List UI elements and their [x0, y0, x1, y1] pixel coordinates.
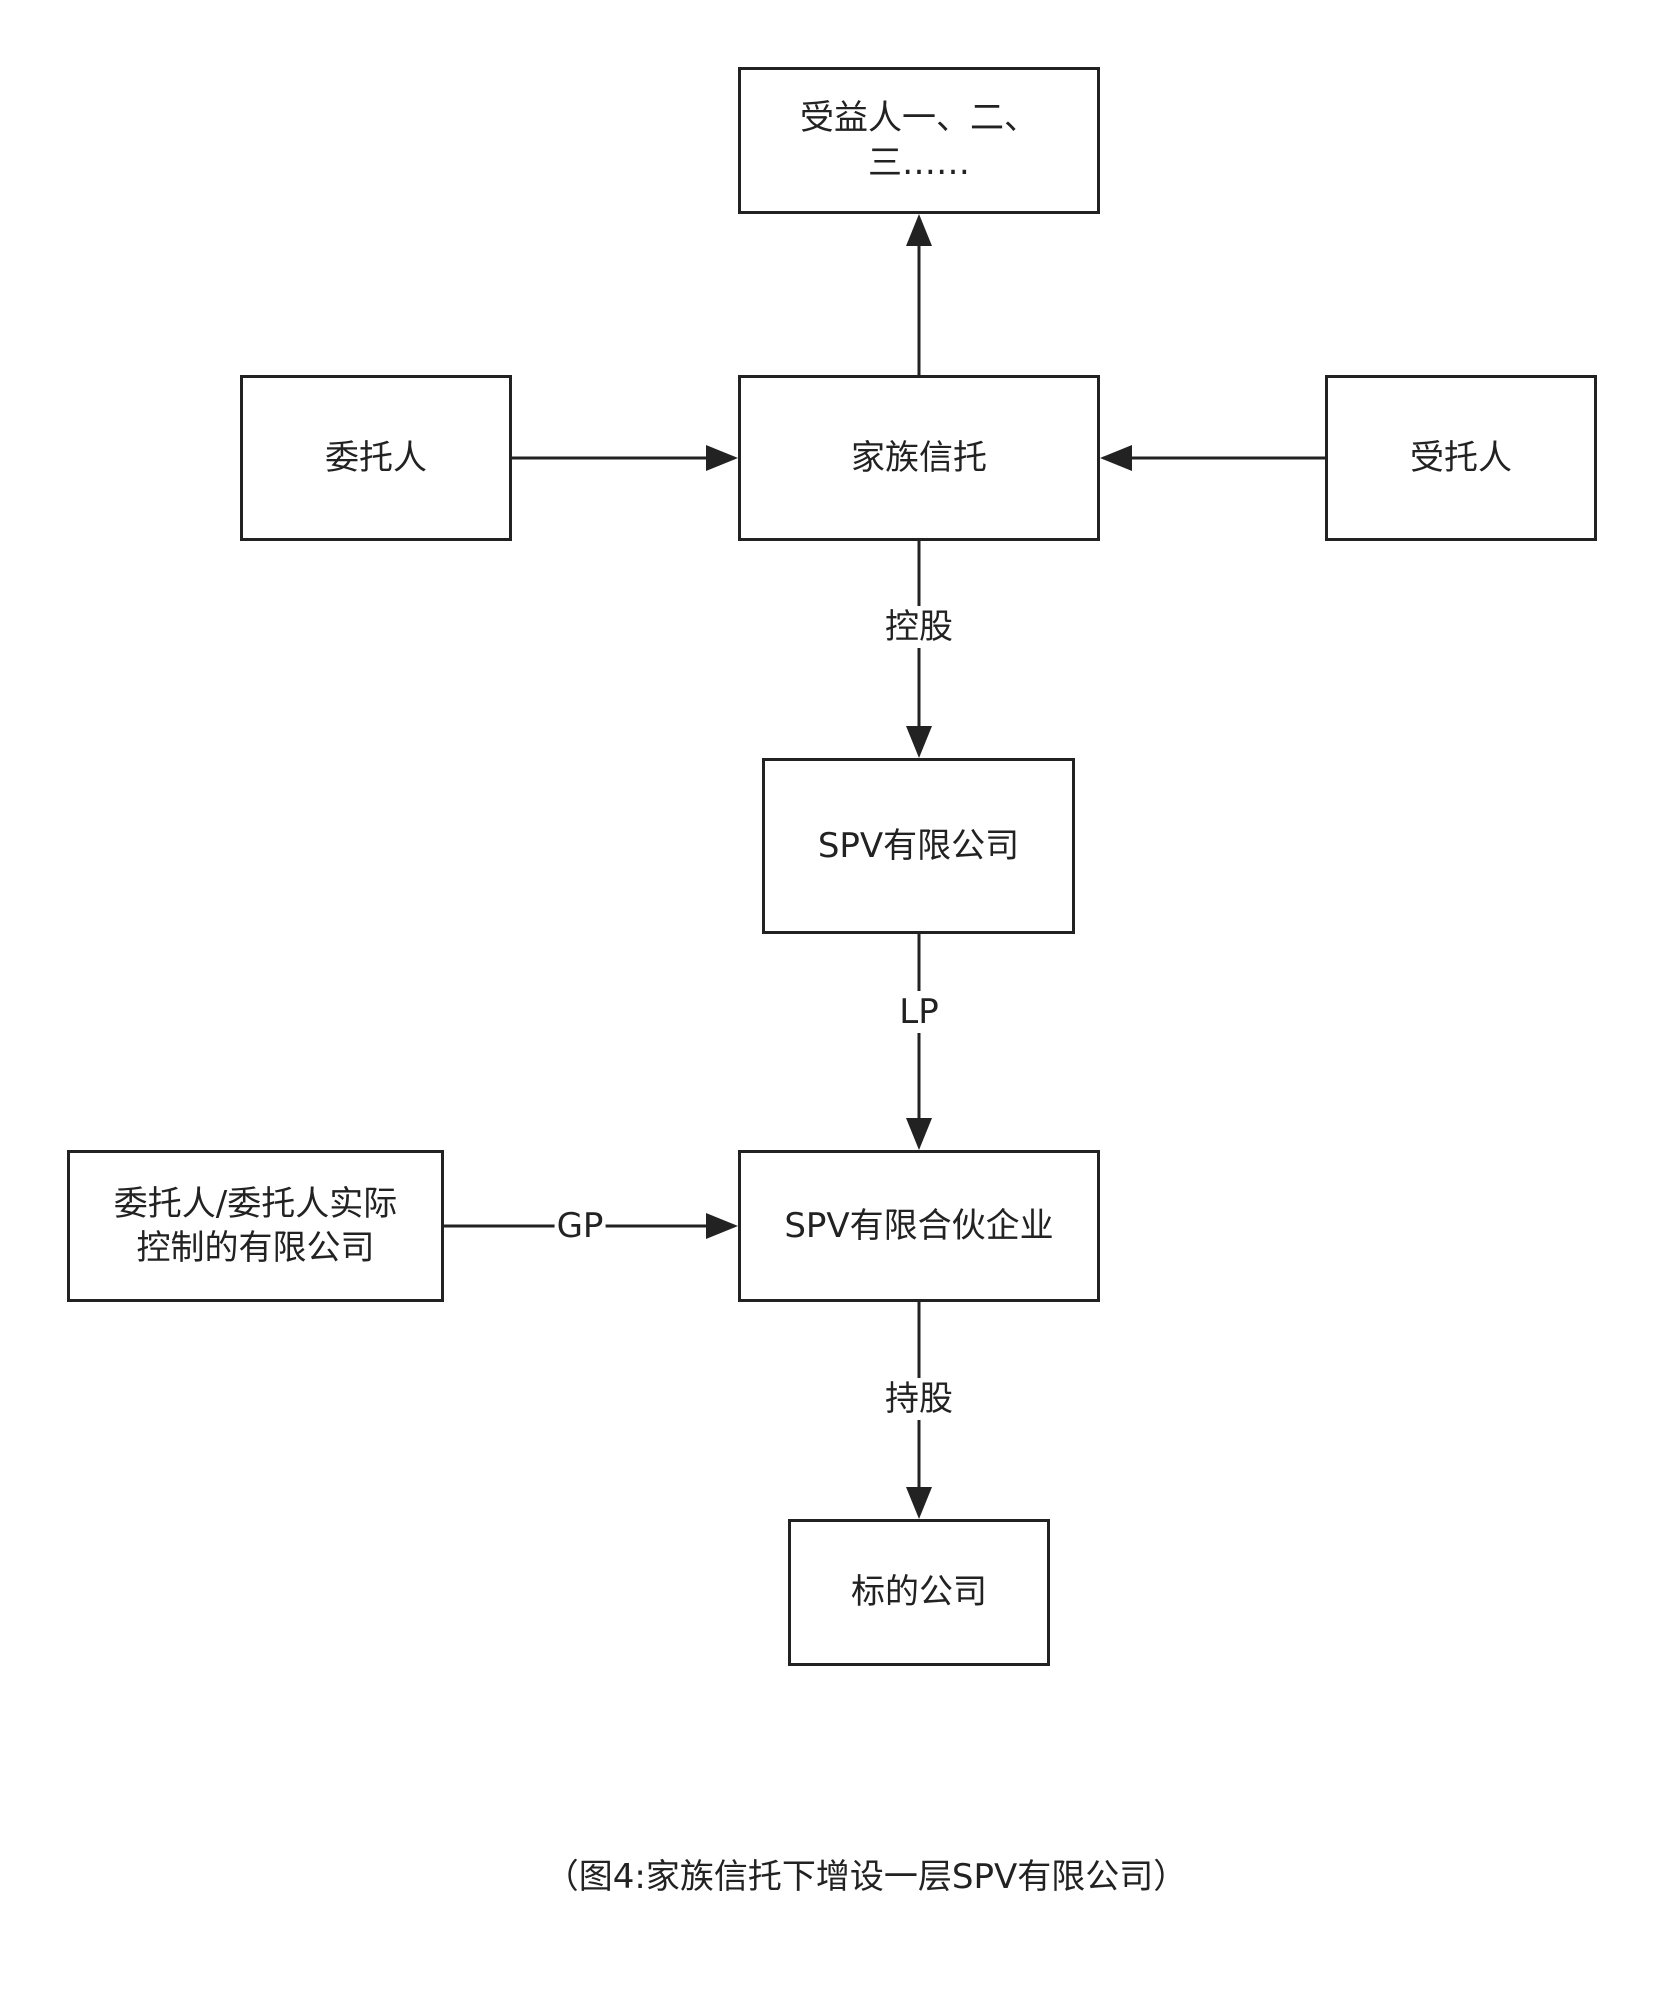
- gp-company-box: 委托人/委托人实际 控制的有限公司: [67, 1150, 444, 1302]
- beneficiaries-label: 受益人一、二、 三……: [800, 98, 1038, 183]
- beneficiaries-box: 受益人一、二、 三……: [738, 67, 1100, 214]
- edge-label-holding-control: 控股: [883, 606, 955, 648]
- target-company-label: 标的公司: [851, 1572, 987, 1613]
- trustee-box: 受托人: [1325, 375, 1597, 541]
- spv-company-label: SPV有限公司: [817, 825, 1020, 866]
- target-company-box: 标的公司: [788, 1519, 1050, 1666]
- gp-company-label: 委托人/委托人实际 控制的有限公司: [113, 1183, 398, 1268]
- arrow-settlor-to-trust: [512, 445, 738, 471]
- spv-partnership-box: SPV有限合伙企业: [738, 1150, 1100, 1302]
- edge-label-shareholding: 持股: [883, 1378, 955, 1420]
- spv-partnership-label: SPV有限合伙企业: [784, 1205, 1054, 1246]
- trustee-label: 受托人: [1410, 437, 1512, 478]
- figure-caption-text: （图4:家族信托下增设一层SPV有限公司）: [544, 1857, 1188, 1897]
- edge-label-gp: GP: [554, 1205, 606, 1247]
- arrow-trust-to-beneficiaries: [906, 214, 932, 375]
- family-trust-label: 家族信托: [851, 437, 987, 478]
- figure-caption: （图4:家族信托下增设一层SPV有限公司）: [0, 1857, 1662, 1898]
- arrow-trustee-to-trust: [1100, 445, 1325, 471]
- spv-company-box: SPV有限公司: [762, 758, 1075, 934]
- edge-label-lp: LP: [897, 991, 941, 1033]
- arrow-spv-company-to-partnership: [906, 934, 932, 1150]
- family-trust-box: 家族信托: [738, 375, 1100, 541]
- settlor-label: 委托人: [325, 437, 427, 478]
- settlor-box: 委托人: [240, 375, 512, 541]
- arrow-trust-to-spv-company: [906, 541, 932, 758]
